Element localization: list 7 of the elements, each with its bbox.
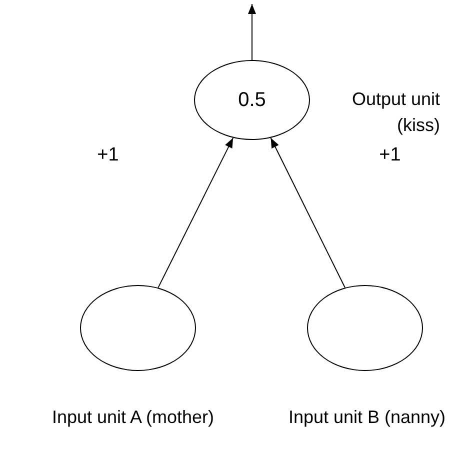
node-caption: Output unit (kiss)	[350, 88, 440, 137]
node-caption: Input unit A (mother)	[50, 406, 216, 429]
arrow	[270, 137, 346, 288]
node-caption: Input unit B (nanny)	[287, 406, 447, 429]
arrow	[248, 4, 256, 60]
arrow	[158, 137, 234, 288]
node-value: 0.5	[238, 90, 266, 110]
